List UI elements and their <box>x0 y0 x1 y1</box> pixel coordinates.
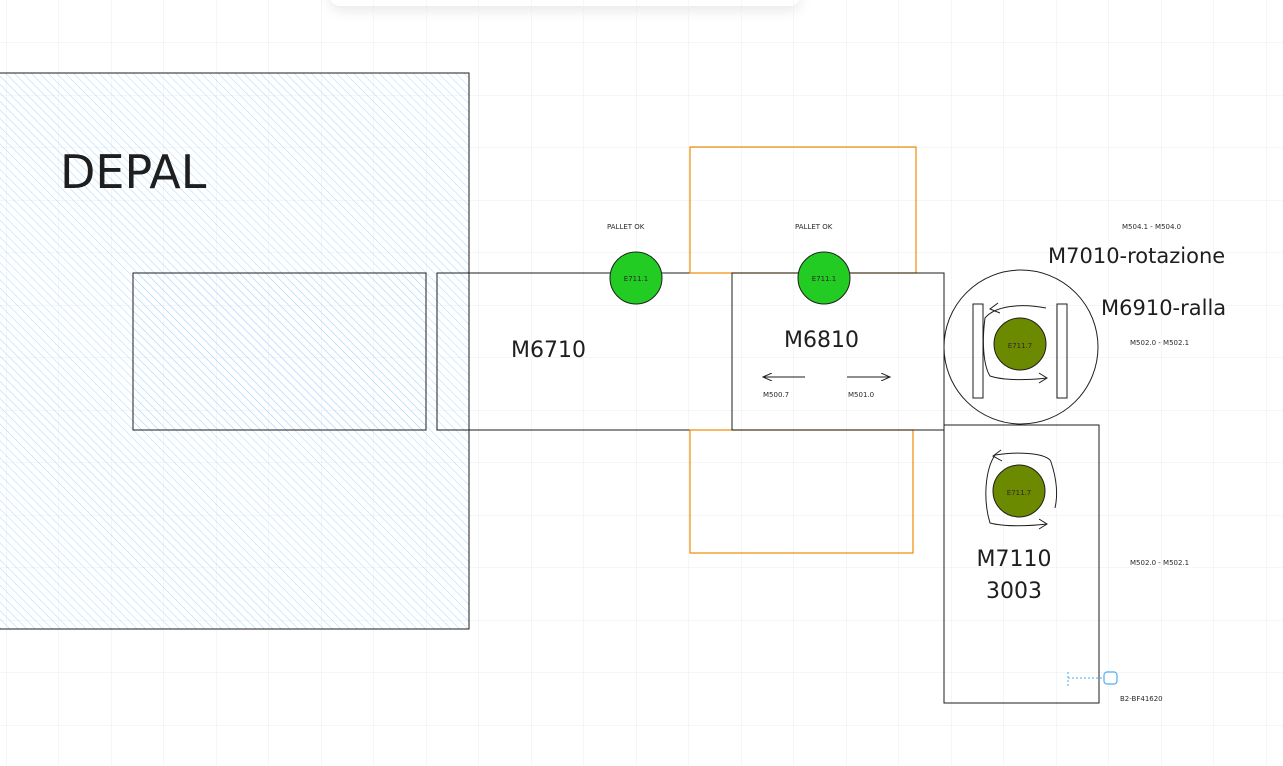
m6710-label: M6710 <box>511 338 586 363</box>
rotation-signal-top: M504.1 - M504.0 <box>1122 223 1181 231</box>
m7110-label: M7110 <box>977 547 1052 572</box>
rotation-table[interactable]: E711.7 <box>943 269 1099 425</box>
rotation-label-top: M7010-rotazione <box>1048 244 1225 268</box>
sensor-pallet-ok-2[interactable]: PALLET OK E711.1 <box>795 223 851 305</box>
m7110-sensor[interactable] <box>992 464 1046 518</box>
sensor-2-caption: PALLET OK <box>795 223 833 231</box>
arrow-right-label: M501.0 <box>848 391 874 399</box>
rotation-signal-bottom: M502.0 - M502.1 <box>1130 339 1189 347</box>
sensor-1-label: E711.1 <box>624 275 648 283</box>
m7110-sensor-label: E711.7 <box>1007 489 1031 497</box>
m7110-signal: M502.0 - M502.1 <box>1130 559 1189 567</box>
device-connector[interactable] <box>1067 671 1118 686</box>
depal-label: DEPAL <box>60 145 207 199</box>
depal-inner-box[interactable] <box>132 272 427 431</box>
sensor-pallet-ok-1[interactable]: PALLET OK E711.1 <box>607 223 663 305</box>
conveyor-m6810[interactable]: M6810 M500.7 M501.0 <box>731 272 945 431</box>
rotation-sensor[interactable] <box>993 317 1047 371</box>
sensor-2-label: E711.1 <box>812 275 836 283</box>
rotation-sensor-label: E711.7 <box>1008 342 1032 350</box>
rotation-label-bottom: M6910-ralla <box>1101 296 1226 320</box>
m7110-sublabel: 3003 <box>986 579 1042 604</box>
arrow-left-label: M500.7 <box>763 391 789 399</box>
m6810-label: M6810 <box>784 328 859 353</box>
device-tag: B2-BF41620 <box>1120 695 1163 703</box>
sensor-1-caption: PALLET OK <box>607 223 645 231</box>
conveyor-m6710[interactable]: M6710 <box>436 272 733 431</box>
conveyor-m7110[interactable]: E711.7 M7110 3003 <box>943 424 1100 704</box>
